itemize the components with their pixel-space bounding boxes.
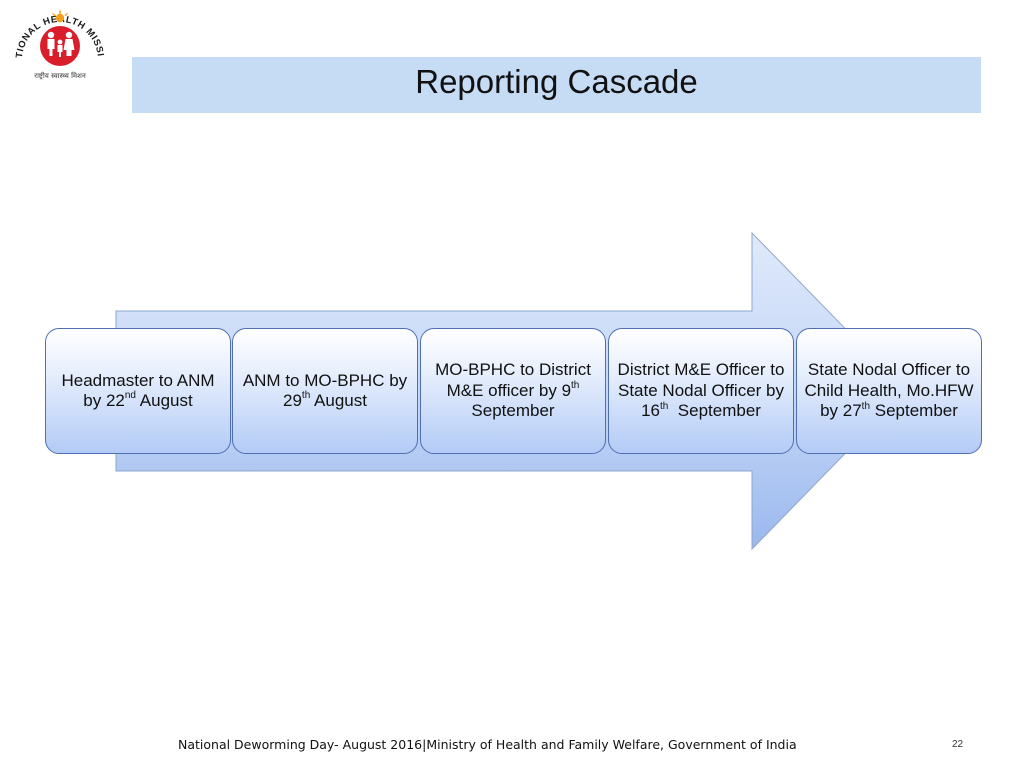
step-4-text: District M&E Officer to State Nodal Offi… <box>617 360 785 421</box>
page-number: 22 <box>952 739 964 750</box>
cascade-step-4: District M&E Officer to State Nodal Offi… <box>608 328 794 454</box>
logo-tagline: राष्ट्रीय स्वास्थ्य मिशन <box>34 71 86 80</box>
cascade-step-1: Headmaster to ANM by 22nd August <box>45 328 231 454</box>
step-1-text: Headmaster to ANM by 22nd August <box>61 370 215 411</box>
step-2-text: ANM to MO-BPHC by 29th August <box>242 370 408 411</box>
title-band: Reporting Cascade <box>132 57 981 113</box>
footer-text: National Deworming Day- August 2016|Mini… <box>178 737 797 752</box>
step-3-text: MO-BPHC to District M&E officer by 9th S… <box>435 360 591 421</box>
nhm-logo: NATIONAL HEALTH MISSION राष्ट्रीय स्वास्… <box>12 2 106 80</box>
slide-title: Reporting Cascade <box>415 63 698 100</box>
cascade-step-5: State Nodal Officer to Child Health, Mo.… <box>796 328 982 454</box>
step-5-text: State Nodal Officer to Child Health, Mo.… <box>804 360 974 421</box>
nhm-family-logo-icon <box>40 9 80 66</box>
cascade-step-2: ANM to MO-BPHC by 29th August <box>232 328 418 454</box>
cascade-step-3: MO-BPHC to District M&E officer by 9th S… <box>420 328 606 454</box>
